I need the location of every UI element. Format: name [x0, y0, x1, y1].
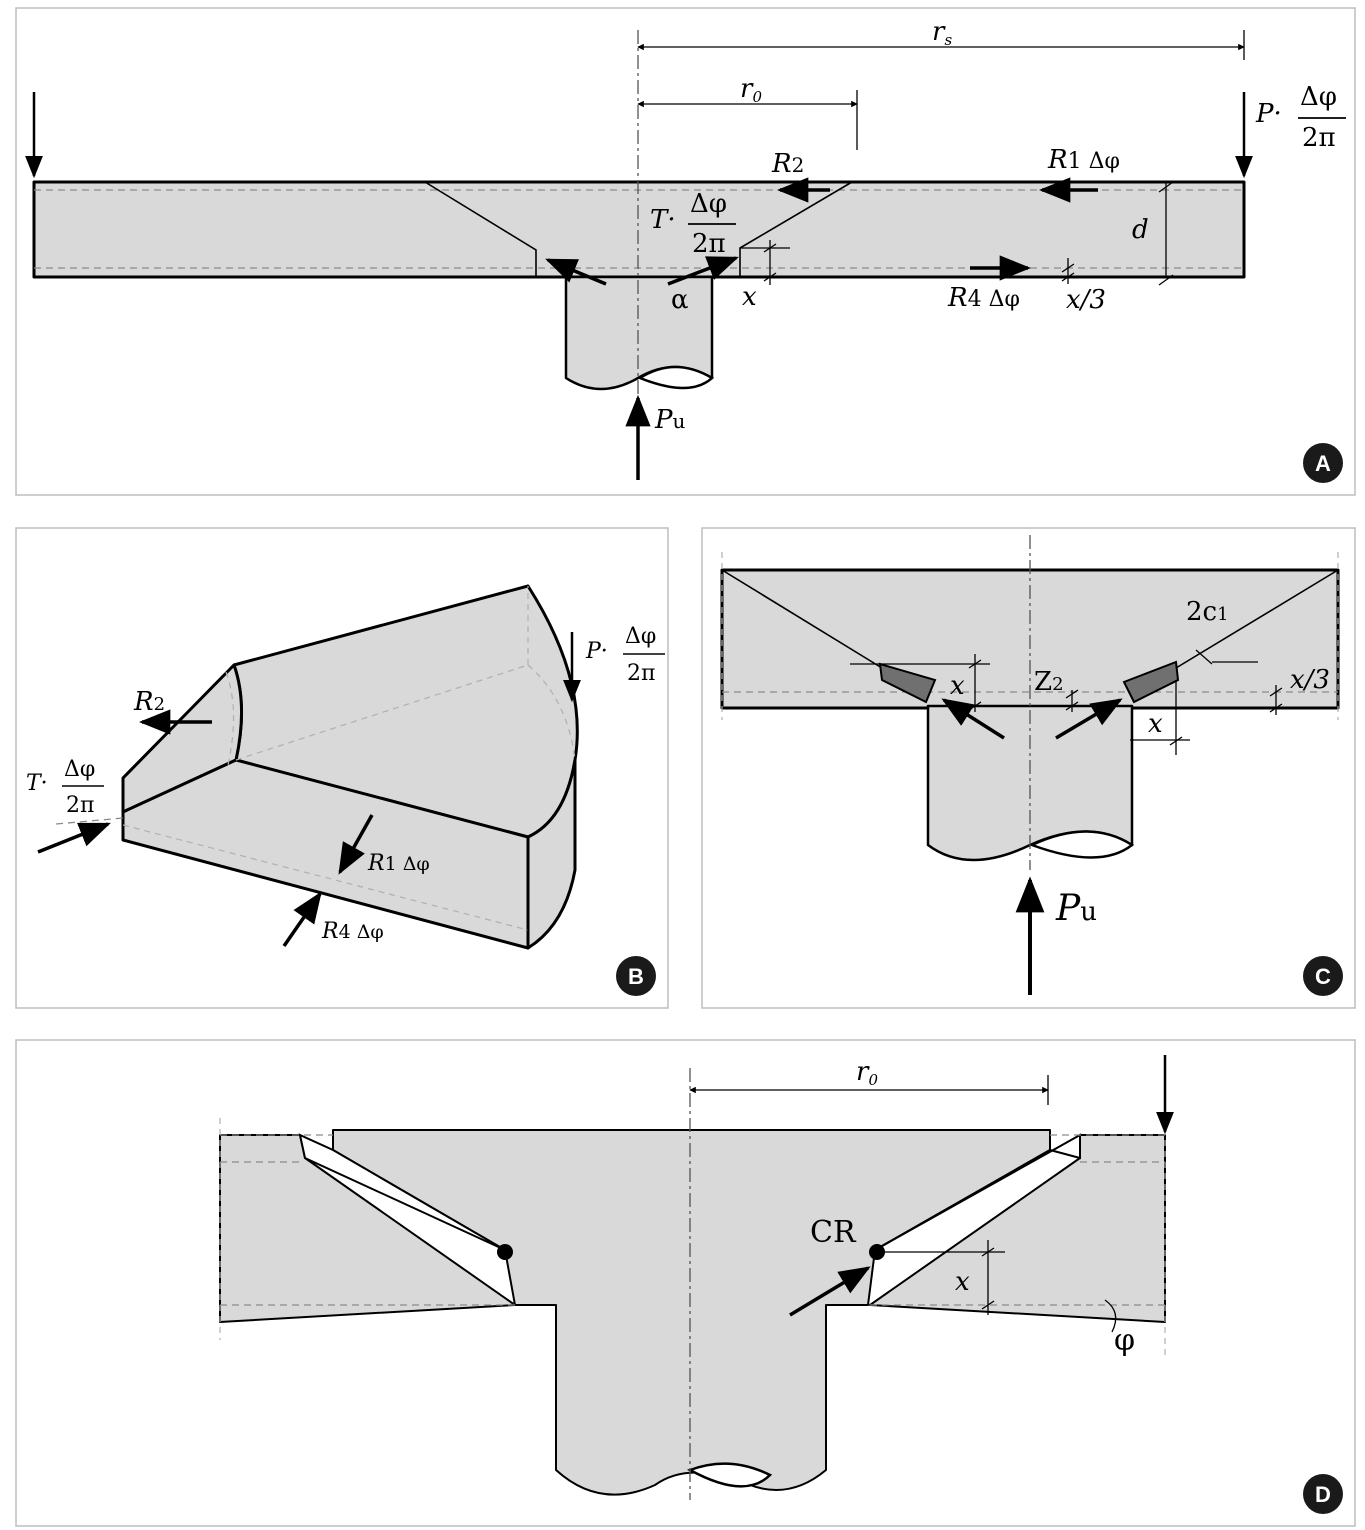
- label-r0-d: r0: [856, 1057, 878, 1089]
- badge-b-text: B: [628, 964, 644, 989]
- label-x3-a: x/3: [1066, 285, 1106, 315]
- panel-a: rs r0 P· Δφ 2π R2 R1 Δφ T· Δφ 2π α d: [15, 7, 1356, 496]
- badge-d: [1303, 1474, 1343, 1514]
- label-cr: CR: [810, 1215, 857, 1250]
- label-x-a: x: [742, 282, 757, 312]
- label-x-d: x: [955, 1267, 970, 1297]
- arrow-strut-left-c: [941, 698, 1005, 740]
- label-pu-a: Pu: [654, 405, 686, 435]
- label-2pi-t-a: 2π: [692, 229, 726, 259]
- label-t-b: T·: [26, 771, 48, 796]
- badge-d-text: D: [1315, 1482, 1331, 1507]
- label-t-a: T·: [650, 205, 676, 235]
- compression-zone-right: [1122, 660, 1180, 704]
- hinge-left-d: [497, 1244, 513, 1260]
- panel-d: CR r0 x φ D: [15, 1039, 1356, 1527]
- label-phi: φ: [1114, 1323, 1135, 1358]
- arrow-strut-right-a: [667, 256, 739, 286]
- label-dphi-p-b: Δφ: [625, 624, 656, 649]
- label-2c1: 2c1: [1186, 597, 1229, 627]
- label-dphi-t-a: Δφ: [690, 189, 727, 219]
- label-dphi-t-b: Δφ: [64, 757, 95, 782]
- panel-c: x 2c1 x/3 Z2 x Pu C: [701, 527, 1356, 1009]
- label-r4-b: R4 Δφ: [321, 919, 384, 944]
- badge-c: [1303, 956, 1343, 996]
- label-d: d: [1132, 215, 1149, 245]
- label-dphi-a: Δφ: [1300, 82, 1337, 112]
- label-alpha: α: [671, 285, 689, 315]
- slab-right-d: [869, 1134, 1166, 1323]
- label-r1-a: R1 Δφ: [1047, 145, 1120, 175]
- label-p-a: P·: [1255, 99, 1282, 129]
- label-x3-c: x/3: [1290, 665, 1330, 695]
- badge-a: [1303, 443, 1343, 483]
- arrow-r4-b: [282, 891, 322, 947]
- label-pu-c: Pu: [1055, 888, 1097, 929]
- label-z2: Z2: [1034, 667, 1064, 697]
- label-x-left-c: x: [950, 671, 965, 701]
- panel-b: R2 T· Δφ 2π P· Δφ 2π R1 Δφ R4 Δφ B: [15, 527, 669, 1009]
- slab-a: [32, 180, 1246, 279]
- badge-a-text: A: [1315, 451, 1331, 476]
- label-2pi-a: 2π: [1302, 123, 1336, 153]
- label-r4-a: R4 Δφ: [947, 283, 1020, 313]
- label-p-b: P·: [585, 639, 608, 664]
- badge-b: [616, 956, 656, 996]
- compression-zone-left: [878, 662, 937, 704]
- label-x-right-c: x: [1148, 709, 1163, 739]
- label-r1-b: R1 Δφ: [367, 851, 430, 876]
- arrow-cr: [789, 1266, 871, 1317]
- label-r2-b: R2: [133, 687, 165, 717]
- arrow-t-b: [37, 822, 111, 854]
- hinge-cr: [869, 1244, 885, 1260]
- label-rs: rs: [932, 17, 952, 49]
- label-2pi-p-b: 2π: [627, 661, 655, 686]
- arrow-strut-right-c: [1055, 698, 1123, 740]
- label-2pi-t-b: 2π: [66, 793, 94, 818]
- label-r0-a: r0: [740, 74, 762, 106]
- arrow-r1-b: [338, 814, 374, 875]
- badge-c-text: C: [1315, 964, 1331, 989]
- label-r2-a: R2: [771, 149, 804, 179]
- arrow-strut-left-a: [545, 258, 607, 286]
